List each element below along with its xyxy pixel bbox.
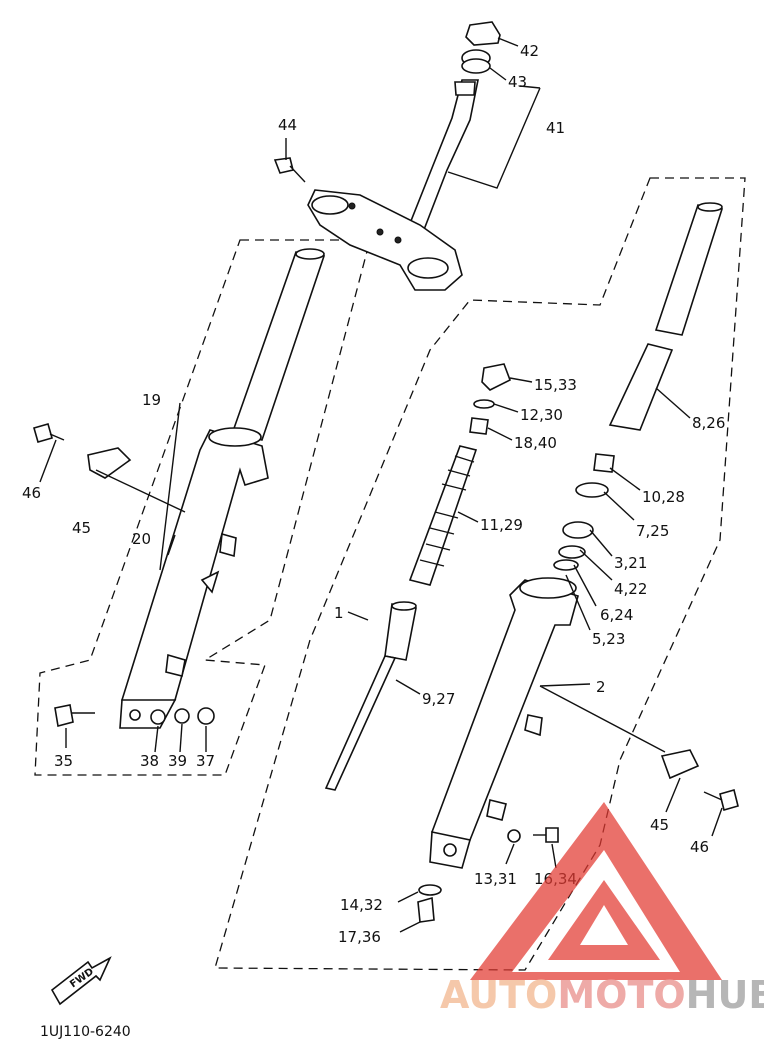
pinch-bolt-44 (273, 157, 306, 183)
callout-13-31: 13,31 (474, 870, 517, 888)
callout-18-40: 18,40 (514, 434, 557, 452)
clip-7 (575, 482, 609, 498)
callout-20: 20 (132, 530, 151, 548)
callout-10-28: 10,28 (642, 488, 685, 506)
callout-41: 41 (546, 119, 565, 137)
callout-35: 35 (54, 752, 73, 770)
callout-44: 44 (278, 116, 297, 134)
spacer-4 (558, 545, 586, 559)
cap-bolt-15 (481, 363, 512, 391)
callout-9-27: 9,27 (422, 690, 455, 708)
stem-washer (461, 49, 491, 74)
washer-14 (418, 884, 442, 896)
callout-46b: 46 (690, 838, 709, 856)
stem-nut (465, 21, 501, 46)
leader-lines (39, 37, 723, 933)
oil-seal-10 (593, 453, 615, 473)
bolt-46a (33, 423, 65, 443)
right-outer-tube (429, 577, 579, 869)
hose-guide-45b (660, 749, 700, 780)
left-inner-tube (230, 248, 326, 441)
left-outer-tube (119, 427, 269, 729)
right-fork-group-outline (214, 177, 746, 971)
callout-4-22: 4,22 (614, 580, 647, 598)
callout-43: 43 (508, 73, 527, 91)
drain-bolt-17 (417, 896, 435, 923)
cap-37 (197, 707, 215, 725)
watermark-moto: MOTO (557, 973, 685, 1017)
callout-7-25: 7,25 (636, 522, 669, 540)
bolt-16 (533, 827, 559, 843)
nut-39 (174, 708, 190, 724)
callout-3-21: 3,21 (614, 554, 647, 572)
fork-spring-11 (408, 445, 478, 586)
callout-45b: 45 (650, 816, 669, 834)
seal-3 (562, 521, 594, 539)
callout-5-23: 5,23 (592, 630, 625, 648)
callout-8-26: 8,26 (692, 414, 725, 432)
callout-15-33: 15,33 (534, 376, 577, 394)
watermark-triangle-icon (470, 802, 722, 980)
callout-labels: 42 43 41 44 19 46 45 20 35 38 39 37 15,3… (22, 42, 725, 946)
forward-direction-arrow: FWD (50, 956, 112, 1006)
washer-38 (150, 709, 166, 725)
hose-guide-45a (87, 447, 132, 479)
callout-19: 19 (142, 391, 161, 409)
washer-13 (507, 829, 521, 843)
callout-6-24: 6,24 (600, 606, 633, 624)
callout-17-36: 17,36 (338, 928, 381, 946)
callout-46: 46 (22, 484, 41, 502)
watermark-logo: AUTOMOTOHUB (440, 802, 764, 1017)
left-bolt-35 (54, 704, 95, 727)
callout-14-32: 14,32 (340, 896, 383, 914)
diagram-code: 1UJ110-6240 (40, 1024, 131, 1040)
svg-text:AUTOMOTOHUB: AUTOMOTOHUB (440, 973, 764, 1017)
callout-39: 39 (168, 752, 187, 770)
bush-6 (553, 559, 579, 571)
callout-11-29: 11,29 (480, 516, 523, 534)
damper-rod-9 (324, 601, 417, 791)
callout-37: 37 (196, 752, 215, 770)
callout-12-30: 12,30 (520, 406, 563, 424)
spacer-18 (469, 417, 489, 435)
bolt-46b (703, 789, 739, 811)
steering-stem-assembly (307, 79, 479, 291)
callout-38: 38 (140, 752, 159, 770)
right-inner-tube (608, 202, 724, 431)
watermark-hub: HUB (686, 973, 764, 1017)
callout-45: 45 (72, 519, 91, 537)
callout-2: 2 (596, 678, 606, 696)
o-ring-12 (473, 399, 495, 409)
callout-42: 42 (520, 42, 539, 60)
callout-1: 1 (334, 604, 344, 622)
watermark-auto: AUTO (440, 973, 557, 1017)
